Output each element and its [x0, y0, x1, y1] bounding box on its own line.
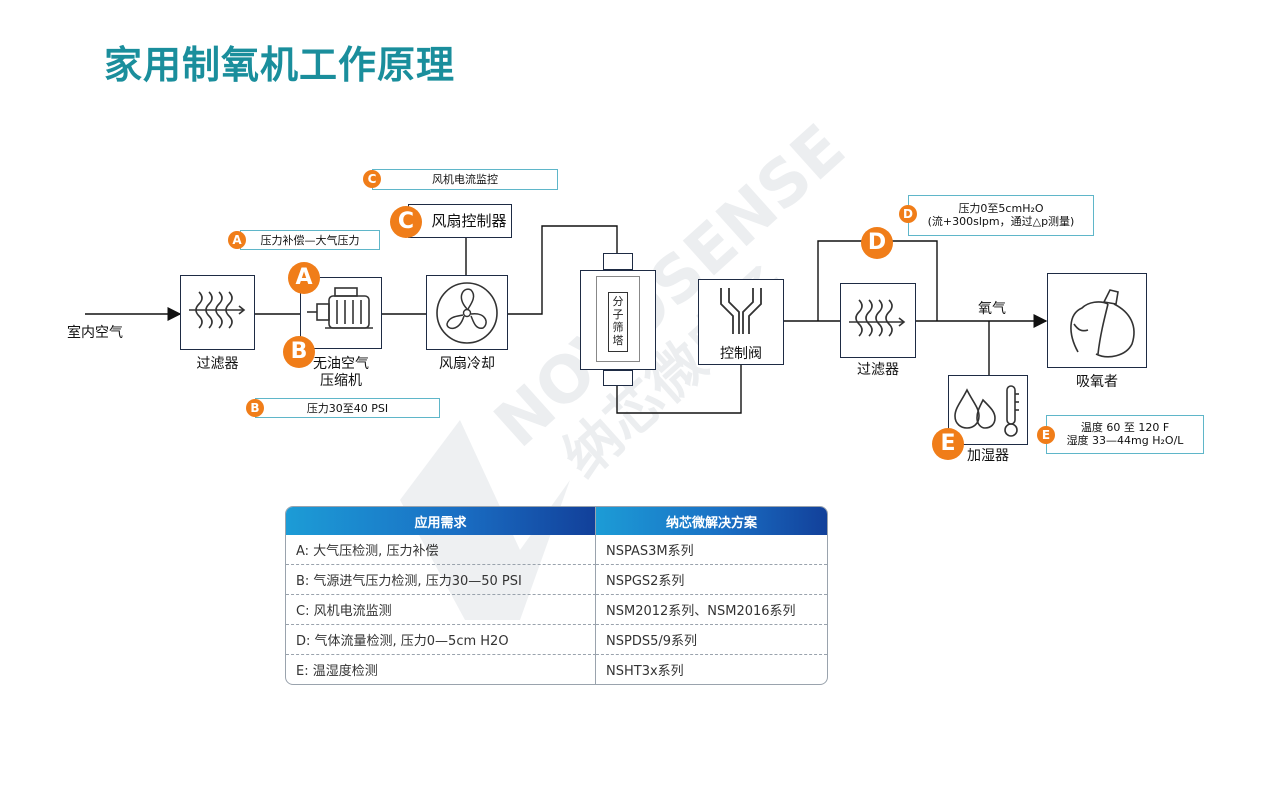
note-a-badge: A — [228, 231, 246, 249]
badge-d: D — [861, 227, 893, 259]
control-valve-label: 控制阀 — [720, 346, 762, 362]
humidifier-label: 加湿器 — [967, 448, 1009, 464]
fan-cooling-label: 风扇冷却 — [439, 356, 495, 372]
note-e-line2: 湿度 33—44mg H₂O/L — [1066, 434, 1184, 447]
solution-cell: NSHT3x系列 — [596, 654, 827, 684]
table-row: E: 温湿度检测 NSHT3x系列 — [286, 654, 827, 684]
note-b-text: 压力30至40 PSI — [306, 402, 389, 415]
note-c-text: 风机电流监控 — [432, 173, 498, 186]
person-oxygen-icon — [1070, 289, 1135, 358]
sieve-tower-bottom — [603, 370, 633, 386]
sieve-tower-label: 分子筛塔 — [608, 292, 628, 352]
motor-icon — [307, 287, 373, 329]
filter-2 — [840, 283, 916, 358]
humidifier — [948, 375, 1028, 445]
filter-2-label: 过滤器 — [857, 362, 899, 378]
note-e-badge: E — [1037, 426, 1055, 444]
fan-controller: 风扇控制器 — [408, 204, 512, 238]
filter-1 — [180, 275, 255, 350]
page-title: 家用制氧机工作原理 — [104, 43, 456, 87]
table-row: C: 风机电流监测 NSM2012系列、NSM2016系列 — [286, 594, 827, 624]
note-c-badge: C — [363, 170, 381, 188]
table-header-solution: 纳芯微解决方案 — [596, 507, 827, 535]
note-a: 压力补偿—大气压力 — [240, 230, 380, 250]
solution-cell: NSPAS3M系列 — [606, 544, 694, 559]
note-d-line1: 压力0至5cmH₂O — [958, 202, 1044, 215]
table-header-requirement: 应用需求 — [286, 507, 596, 535]
table-row: A: 大气压检测, 压力补偿 NSPAS3M系列 — [286, 535, 827, 564]
note-a-text: 压力补偿—大气压力 — [260, 234, 360, 247]
control-valve: 控制阀 — [698, 279, 784, 365]
requirement-cell: B: 气源进气压力检测, 压力30—50 PSI — [286, 564, 596, 594]
solution-cell: NSM2012系列、NSM2016系列 — [596, 594, 827, 624]
requirements-table: 应用需求 纳芯微解决方案 A: 大气压检测, 压力补偿 NSPAS3M系列 B:… — [285, 506, 828, 685]
filter-1-label: 过滤器 — [196, 356, 239, 372]
fan-cooling — [426, 275, 508, 350]
table-row: B: 气源进气压力检测, 压力30—50 PSI NSPGS2系列 — [286, 564, 827, 594]
solution-cell: NSPDS5/9系列 — [596, 624, 827, 654]
compressor-label-line2: 压缩机 — [320, 373, 362, 389]
table-header-row: 应用需求 纳芯微解决方案 — [286, 507, 827, 535]
filter-icon-2 — [849, 299, 906, 337]
note-d: 压力0至5cmH₂O (流+300slpm，通过△p测量) — [908, 195, 1094, 236]
inhaler-label: 吸氧者 — [1076, 374, 1118, 390]
compressor-label: 无油空气 压缩机 — [300, 356, 382, 390]
requirement-cell: C: 风机电流监测 — [286, 594, 596, 624]
note-d-line2: (流+300slpm，通过△p测量) — [927, 215, 1075, 228]
requirement-cell: D: 气体流量检测, 压力0—5cm H2O — [286, 624, 596, 654]
note-c: 风机电流监控 — [372, 169, 558, 190]
inhaler — [1047, 273, 1147, 368]
compressor-label-line1: 无油空气 — [313, 356, 369, 372]
fan-controller-label: 风扇控制器 — [431, 212, 507, 230]
note-e: 温度 60 至 120 F 湿度 33—44mg H₂O/L — [1046, 415, 1204, 454]
sieve-tower — [580, 270, 656, 370]
requirement-cell: A: 大气压检测, 压力补偿 — [286, 535, 596, 564]
note-d-badge: D — [899, 205, 917, 223]
fan-icon — [436, 282, 498, 344]
requirement-cell: E: 温湿度检测 — [286, 654, 596, 684]
note-e-line1: 温度 60 至 120 F — [1080, 421, 1170, 434]
badge-b: B — [283, 336, 315, 368]
note-b: 压力30至40 PSI — [255, 398, 440, 418]
valve-icon — [720, 288, 762, 334]
solution-cell: NSPGS2系列 — [596, 564, 827, 594]
sieve-tower-top — [603, 253, 633, 270]
table-row: D: 气体流量检测, 压力0—5cm H2O NSPDS5/9系列 — [286, 624, 827, 654]
humidity-temperature-icon — [954, 385, 1019, 437]
sieve-tower-inner — [596, 276, 640, 362]
oxygen-label: 氧气 — [978, 301, 1006, 317]
badge-c: C — [390, 206, 422, 238]
badge-a: A — [288, 262, 320, 294]
badge-e: E — [932, 428, 964, 460]
filter-icon — [189, 291, 246, 329]
indoor-air-label: 室内空气 — [67, 325, 123, 341]
note-b-badge: B — [246, 399, 264, 417]
